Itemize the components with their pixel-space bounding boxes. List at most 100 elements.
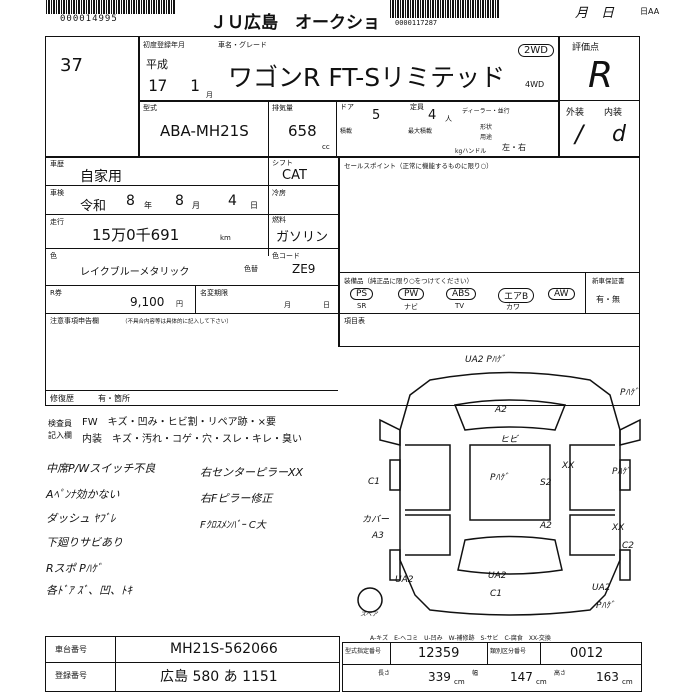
ac-label: 冷房: [272, 189, 286, 197]
bottom-table: [45, 636, 340, 692]
equip-aw: AW: [548, 288, 575, 300]
exterior-label: 外装: [566, 108, 585, 118]
lot-number: 37: [60, 55, 83, 76]
load-label: 積載: [340, 128, 353, 135]
ownership-label: 用途: [480, 134, 493, 141]
recycle-label: R券: [50, 289, 62, 297]
repair-history-value: 有・箇所: [98, 394, 130, 403]
handle-label: kgハンドル: [455, 148, 487, 155]
mark-spare: スペア: [360, 611, 379, 618]
barcode-code: 0000117287: [395, 19, 438, 27]
date-hand: 月 日: [575, 6, 615, 21]
width-unit: cm: [536, 678, 547, 686]
recycle-unit: 円: [176, 300, 183, 308]
interior-value: d: [612, 122, 626, 147]
mileage-value: 15万0千691: [92, 226, 180, 244]
inspection-day: 4: [228, 193, 237, 209]
handle-options: 左・右: [502, 143, 526, 152]
equipment-label: 装備品（純正品に限り○をつけてください）: [344, 277, 473, 285]
chassis-value: MH21S-562066: [170, 641, 278, 657]
type-designation-value: 12359: [418, 646, 460, 661]
upper-frame: [45, 36, 640, 406]
width-label: 幅: [472, 670, 479, 677]
mark-a3: A3: [371, 531, 384, 541]
capacity-value: 4: [428, 108, 437, 123]
displacement-label: 排気量: [272, 104, 293, 112]
registration-year: 17: [148, 76, 168, 95]
sales-point-label: セールスポイント（正常に機能するものに限り○）: [344, 162, 493, 170]
evaluation-label: 評価点: [572, 43, 600, 53]
equip-kawa: カワ: [506, 303, 520, 311]
note-right-2: 右Fピラー修正: [200, 492, 273, 505]
items-label: 項目表: [344, 317, 365, 325]
registration-label: 初度登録年月: [143, 41, 185, 49]
mark-a2-top: A2: [494, 405, 507, 415]
length-label: 長さ: [378, 670, 391, 677]
mark-ua2-center: UA2: [488, 571, 507, 581]
inspection-month-unit: 月: [192, 201, 200, 210]
drive-2wd: 2WD: [518, 44, 554, 57]
equip-pw: PW: [398, 288, 425, 300]
note-6: 各ﾄﾞｱ ｽﾞ、凹、ﾄｷ: [46, 584, 132, 597]
inspector-line2: 内装 キズ・汚れ・コゲ・穴・スレ・キレ・臭い: [82, 434, 302, 445]
registration-month: 1: [190, 76, 200, 95]
spec-table: [342, 642, 642, 692]
equip-navi: ナビ: [404, 303, 418, 311]
fuel-value: ガソリン: [276, 230, 329, 245]
max-load-label: 最大積載: [408, 128, 433, 135]
mark-a2-mid: A2: [539, 521, 552, 531]
chassis-label: 車台番号: [55, 645, 87, 654]
equip-abs: ABS: [446, 288, 476, 300]
inspector-label1: 検査員: [48, 419, 72, 428]
inspector-line1: FW キズ・凹み・ヒビ割・リペア跡・×要: [82, 417, 277, 428]
equip-sr: SR: [357, 302, 367, 310]
doors-label: ドア: [340, 103, 354, 111]
width-value: 147: [510, 670, 533, 684]
capacity-unit: 人: [445, 115, 452, 123]
shift-value: CAT: [282, 168, 307, 183]
notes-label: 注意事項申告欄: [50, 317, 99, 325]
top-code: 000014995: [60, 14, 118, 24]
mark-s2: S2: [540, 478, 552, 488]
car-name: ワゴンR FT-Sリミテッド: [228, 63, 506, 92]
mark-xx-lower: XX: [611, 523, 625, 533]
color-value: レイクブルーメタリック: [80, 267, 190, 278]
auction-title: ＪＵ広島 オークショ: [210, 13, 380, 33]
legend: A-キズ E-ヘコミ U-凹み W-補修跡 S-サビ C-腐食 XX-交換: [370, 635, 551, 642]
car-name-label: 車名・グレード: [218, 41, 267, 49]
note-4: 下廻りサビあり: [46, 536, 123, 549]
color-code-label: 色コード: [272, 252, 300, 260]
mileage-label: 走行: [50, 218, 64, 226]
name-change-day: 日: [323, 301, 330, 309]
equip-tv: TV: [455, 302, 465, 310]
name-change-label: 名変期限: [200, 289, 228, 297]
date-suffix: 日AA: [640, 7, 660, 16]
shift-label: シフト: [272, 159, 293, 167]
model-value: ABA-MH21S: [160, 122, 249, 140]
equip-ps: PS: [350, 288, 374, 300]
inspection-year-unit: 年: [144, 201, 152, 210]
category-value: 0012: [570, 646, 604, 661]
mark-parge-center: Pﾊｹﾞ: [490, 472, 509, 483]
mark-ua2-left: UA2: [395, 575, 414, 585]
note-right-3: Fｸﾛｽﾒﾝﾊﾞｰ C大: [200, 520, 266, 531]
inspection-day-unit: 日: [250, 201, 258, 210]
color-repaint-label: 色替: [244, 265, 258, 273]
height-label: 高さ: [554, 670, 567, 677]
interior-label: 内装: [604, 108, 623, 118]
inspector-label2: 記入欄: [48, 431, 72, 440]
height-value: 163: [596, 670, 619, 684]
header-barcode: [390, 0, 500, 18]
color-code-value: ZE9: [292, 262, 316, 276]
mark-hibi: ヒビ: [500, 434, 519, 445]
mark-parge-right: Pﾊｹﾞ: [620, 387, 639, 398]
drive-4wd: 4WD: [525, 80, 545, 89]
warranty-value: 有・無: [596, 295, 620, 304]
mark-ua2-parge: UA2 Pﾊｹﾞ: [465, 354, 505, 365]
height-unit: cm: [622, 678, 633, 686]
inspection-month: 8: [175, 193, 184, 209]
displacement-value: 658: [288, 122, 317, 140]
evaluation-value: R: [588, 55, 614, 96]
length-unit: cm: [454, 678, 465, 686]
note-2: Aﾍﾟﾝﾅ効かない: [46, 488, 120, 501]
